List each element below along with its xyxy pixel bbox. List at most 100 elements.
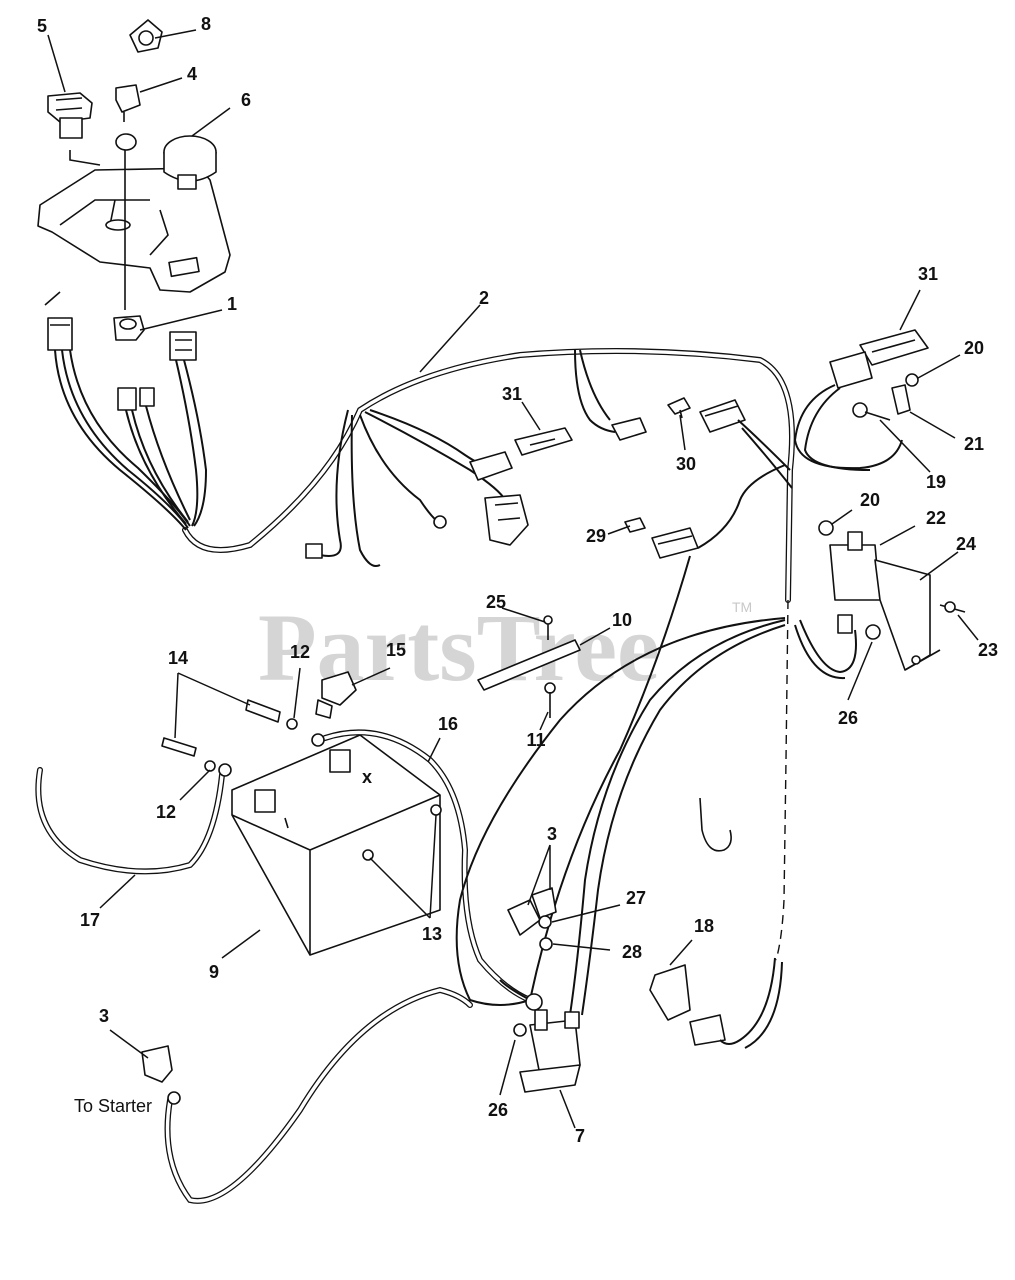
wire-30	[737, 419, 791, 471]
terminal-12-lower	[218, 763, 232, 777]
label-7: 7	[575, 1126, 585, 1146]
nut-1	[113, 315, 145, 341]
connector-lower-left	[47, 317, 73, 351]
dash-panel	[37, 150, 231, 310]
bolt-14-lower	[161, 737, 197, 757]
label-1: 1	[227, 294, 237, 314]
connector-30-housing	[699, 399, 746, 433]
label-26-bottom: 26	[488, 1100, 508, 1120]
label-26-right: 26	[838, 708, 858, 728]
connector-18	[649, 964, 726, 1046]
label-31-right: 31	[918, 264, 938, 284]
connector-center	[484, 494, 529, 546]
battery-9: x	[231, 734, 442, 956]
connector-small-pair	[117, 387, 155, 411]
bolt-23-head	[944, 601, 956, 613]
label-13: 13	[422, 924, 442, 944]
label-9: 9	[209, 962, 219, 982]
label-20-upper: 20	[964, 338, 984, 358]
label-19: 19	[926, 472, 946, 492]
to-starter-note: To Starter	[74, 1096, 152, 1116]
wire-black-solenoid	[455, 617, 786, 1006]
washer-27	[538, 915, 552, 929]
label-14: 14	[168, 648, 188, 668]
bracket-21	[852, 384, 911, 421]
label-18: 18	[694, 916, 714, 936]
harness-branches	[319, 349, 616, 567]
hour-meter-6	[163, 135, 217, 190]
label-20-lower: 20	[860, 490, 880, 510]
wire-26	[799, 619, 857, 674]
label-25: 25	[486, 592, 506, 612]
switch-5	[47, 92, 93, 139]
wire-18b	[744, 961, 783, 1049]
connector-mid	[469, 451, 513, 481]
label-6: 6	[241, 90, 251, 110]
label-31-mid: 31	[502, 384, 522, 404]
terminal-16	[311, 733, 325, 747]
j-clip	[699, 797, 732, 852]
solenoid-22	[829, 531, 941, 671]
boot-3-lower	[141, 1045, 181, 1105]
battery-cables	[35, 729, 533, 1204]
label-4: 4	[187, 64, 197, 84]
wire-solenoid-b	[581, 624, 786, 1016]
label-27: 27	[626, 888, 646, 908]
ignition-switch-8	[129, 19, 163, 53]
part-number-labels: 1 2 3 3 4 5 6 7 8 9 10 11 12 12 13 14 15…	[37, 14, 998, 1146]
ring-terminal-solenoid	[525, 993, 543, 1011]
connector-31-mid	[514, 427, 573, 456]
switch-wires	[54, 349, 208, 531]
label-15: 15	[386, 640, 406, 660]
wire-18	[719, 957, 776, 1045]
starter-solenoid-7	[519, 1009, 581, 1093]
nut-20-top	[905, 373, 919, 387]
label-30: 30	[676, 454, 696, 474]
label-3-lower: 3	[99, 1006, 109, 1026]
wire-29	[697, 464, 786, 549]
boot-15	[315, 671, 357, 719]
connector-right-of-1	[169, 331, 197, 361]
label-8: 8	[201, 14, 211, 34]
label-23: 23	[978, 640, 998, 660]
label-3-upper: 3	[547, 824, 557, 844]
label-22: 22	[926, 508, 946, 528]
bolt-14-upper	[245, 699, 281, 723]
label-17: 17	[80, 910, 100, 930]
label-12-upper: 12	[290, 642, 310, 662]
label-29: 29	[586, 526, 606, 546]
terminal-26-right	[837, 614, 881, 640]
wire-26b	[794, 624, 846, 680]
leader-lines	[47, 29, 979, 1129]
label-11: 11	[526, 730, 545, 750]
nut-20-lower	[818, 520, 834, 536]
label-16: 16	[438, 714, 458, 734]
label-21: 21	[964, 434, 984, 454]
connector-right-drop	[611, 417, 647, 441]
nut-28	[539, 937, 553, 951]
label-5: 5	[37, 16, 47, 36]
key-4	[115, 84, 141, 122]
label-12-lower: 12	[156, 802, 176, 822]
hold-down-bar-10	[477, 615, 581, 718]
watermark-text: PartsTree	[258, 594, 660, 701]
wire-30b	[741, 427, 793, 489]
label-24: 24	[956, 534, 976, 554]
main-wire-harness	[182, 348, 795, 961]
nut-1-top	[115, 133, 137, 151]
washer-12-upper	[286, 718, 298, 730]
ring-terminal-left	[305, 515, 447, 559]
connector-29	[624, 517, 699, 559]
wire-solenoid-a	[569, 619, 786, 1016]
washer-12-lower	[204, 760, 216, 772]
label-2: 2	[479, 288, 489, 308]
watermark-trademark: TM	[732, 599, 752, 615]
wire-19	[793, 384, 903, 470]
connector-30	[667, 397, 691, 419]
label-28: 28	[622, 942, 642, 962]
connector-31-right	[829, 329, 929, 389]
plus-sign: x	[362, 767, 372, 787]
wire-19b	[803, 387, 871, 471]
nut-26-bottom	[513, 1023, 527, 1037]
